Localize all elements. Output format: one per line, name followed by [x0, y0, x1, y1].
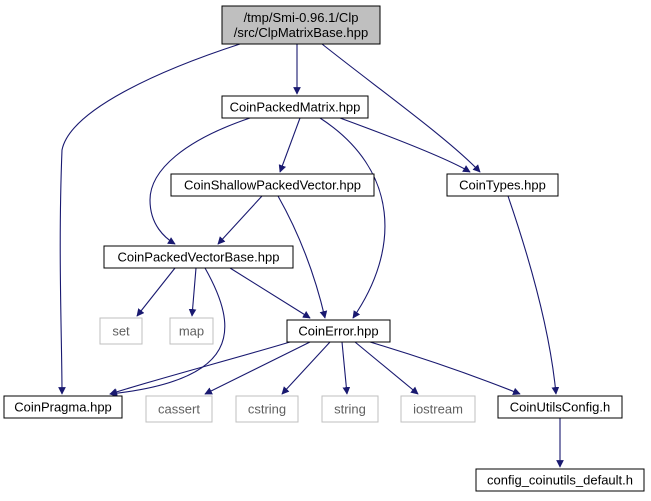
node-box — [221, 95, 369, 119]
node-map: map — [169, 317, 214, 345]
edge-error-to-iostream — [354, 341, 419, 395]
node-label: cassert — [158, 401, 200, 416]
edge-error-to-cassert — [204, 341, 311, 395]
node-config-default[interactable]: config_coinutils_default.h — [475, 468, 645, 492]
nodes-layer: /tmp/Smi-0.96.1/Clp/src/ClpMatrixBase.hp… — [3, 5, 645, 492]
edge-error-to-string — [341, 341, 351, 395]
edge-vector_base-to-pragma — [109, 267, 226, 398]
node-root[interactable]: /tmp/Smi-0.96.1/Clp/src/ClpMatrixBase.hp… — [221, 5, 381, 45]
node-pragma[interactable]: CoinPragma.hpp — [3, 395, 123, 419]
node-box — [321, 395, 379, 423]
node-label: /src/ClpMatrixBase.hpp — [234, 25, 368, 40]
edge-vector_base-to-error — [229, 267, 311, 319]
node-box — [475, 468, 645, 492]
node-cstring: cstring — [235, 395, 299, 423]
node-label: CoinPackedMatrix.hpp — [230, 99, 361, 114]
edge-vector_base-to-map — [188, 267, 197, 317]
node-label: CoinError.hpp — [298, 323, 378, 338]
edges-layer — [58, 43, 564, 468]
node-utils-config[interactable]: CoinUtilsConfig.h — [497, 395, 623, 419]
edge-error-to-cstring — [281, 341, 331, 395]
edge-root-to-types — [321, 43, 481, 173]
edge-root-to-pragma — [58, 43, 241, 395]
edge-vector_base-to-set — [136, 267, 176, 317]
node-types[interactable]: CoinTypes.hpp — [446, 173, 559, 197]
node-error[interactable]: CoinError.hpp — [286, 319, 391, 343]
edge-packed_matrix-to-error — [319, 117, 386, 319]
node-label: map — [179, 323, 204, 338]
node-set: set — [99, 317, 143, 345]
node-label: config_coinutils_default.h — [487, 472, 633, 487]
node-box — [145, 395, 213, 423]
edge-packed_matrix-to-shallow_vector — [278, 117, 301, 173]
edge-packed_matrix-to-vector_base — [149, 117, 251, 245]
node-string: string — [321, 395, 379, 423]
edge-error-to-pragma — [109, 341, 291, 396]
node-label: CoinPragma.hpp — [14, 399, 112, 414]
node-label: string — [334, 401, 366, 416]
node-box — [221, 5, 381, 45]
node-box — [400, 395, 476, 423]
edge-packed_matrix-to-types — [339, 117, 471, 173]
node-box — [235, 395, 299, 423]
node-box — [99, 317, 143, 345]
node-shallow-vector[interactable]: CoinShallowPackedVector.hpp — [170, 173, 375, 197]
node-box — [497, 395, 623, 419]
node-label: /tmp/Smi-0.96.1/Clp — [244, 10, 359, 25]
node-box — [169, 317, 214, 345]
node-label: CoinShallowPackedVector.hpp — [184, 177, 361, 192]
node-box — [3, 395, 123, 419]
node-label: CoinPackedVectorBase.hpp — [118, 249, 280, 264]
node-box — [446, 173, 559, 197]
node-cassert: cassert — [145, 395, 213, 423]
node-label: CoinTypes.hpp — [459, 177, 546, 192]
node-iostream: iostream — [400, 395, 476, 423]
node-label: set — [112, 323, 130, 338]
node-box — [286, 319, 391, 343]
edge-types-to-utils_config — [507, 195, 560, 395]
node-label: CoinUtilsConfig.h — [510, 399, 610, 414]
node-box — [103, 245, 294, 269]
edge-shallow_vector-to-vector_base — [217, 195, 263, 245]
node-packed-matrix[interactable]: CoinPackedMatrix.hpp — [221, 95, 369, 119]
node-label: cstring — [248, 401, 286, 416]
node-vector-base[interactable]: CoinPackedVectorBase.hpp — [103, 245, 294, 269]
edge-error-to-utils_config — [369, 341, 521, 396]
node-label: iostream — [413, 401, 463, 416]
edge-shallow_vector-to-error — [277, 195, 328, 319]
node-box — [170, 173, 375, 197]
